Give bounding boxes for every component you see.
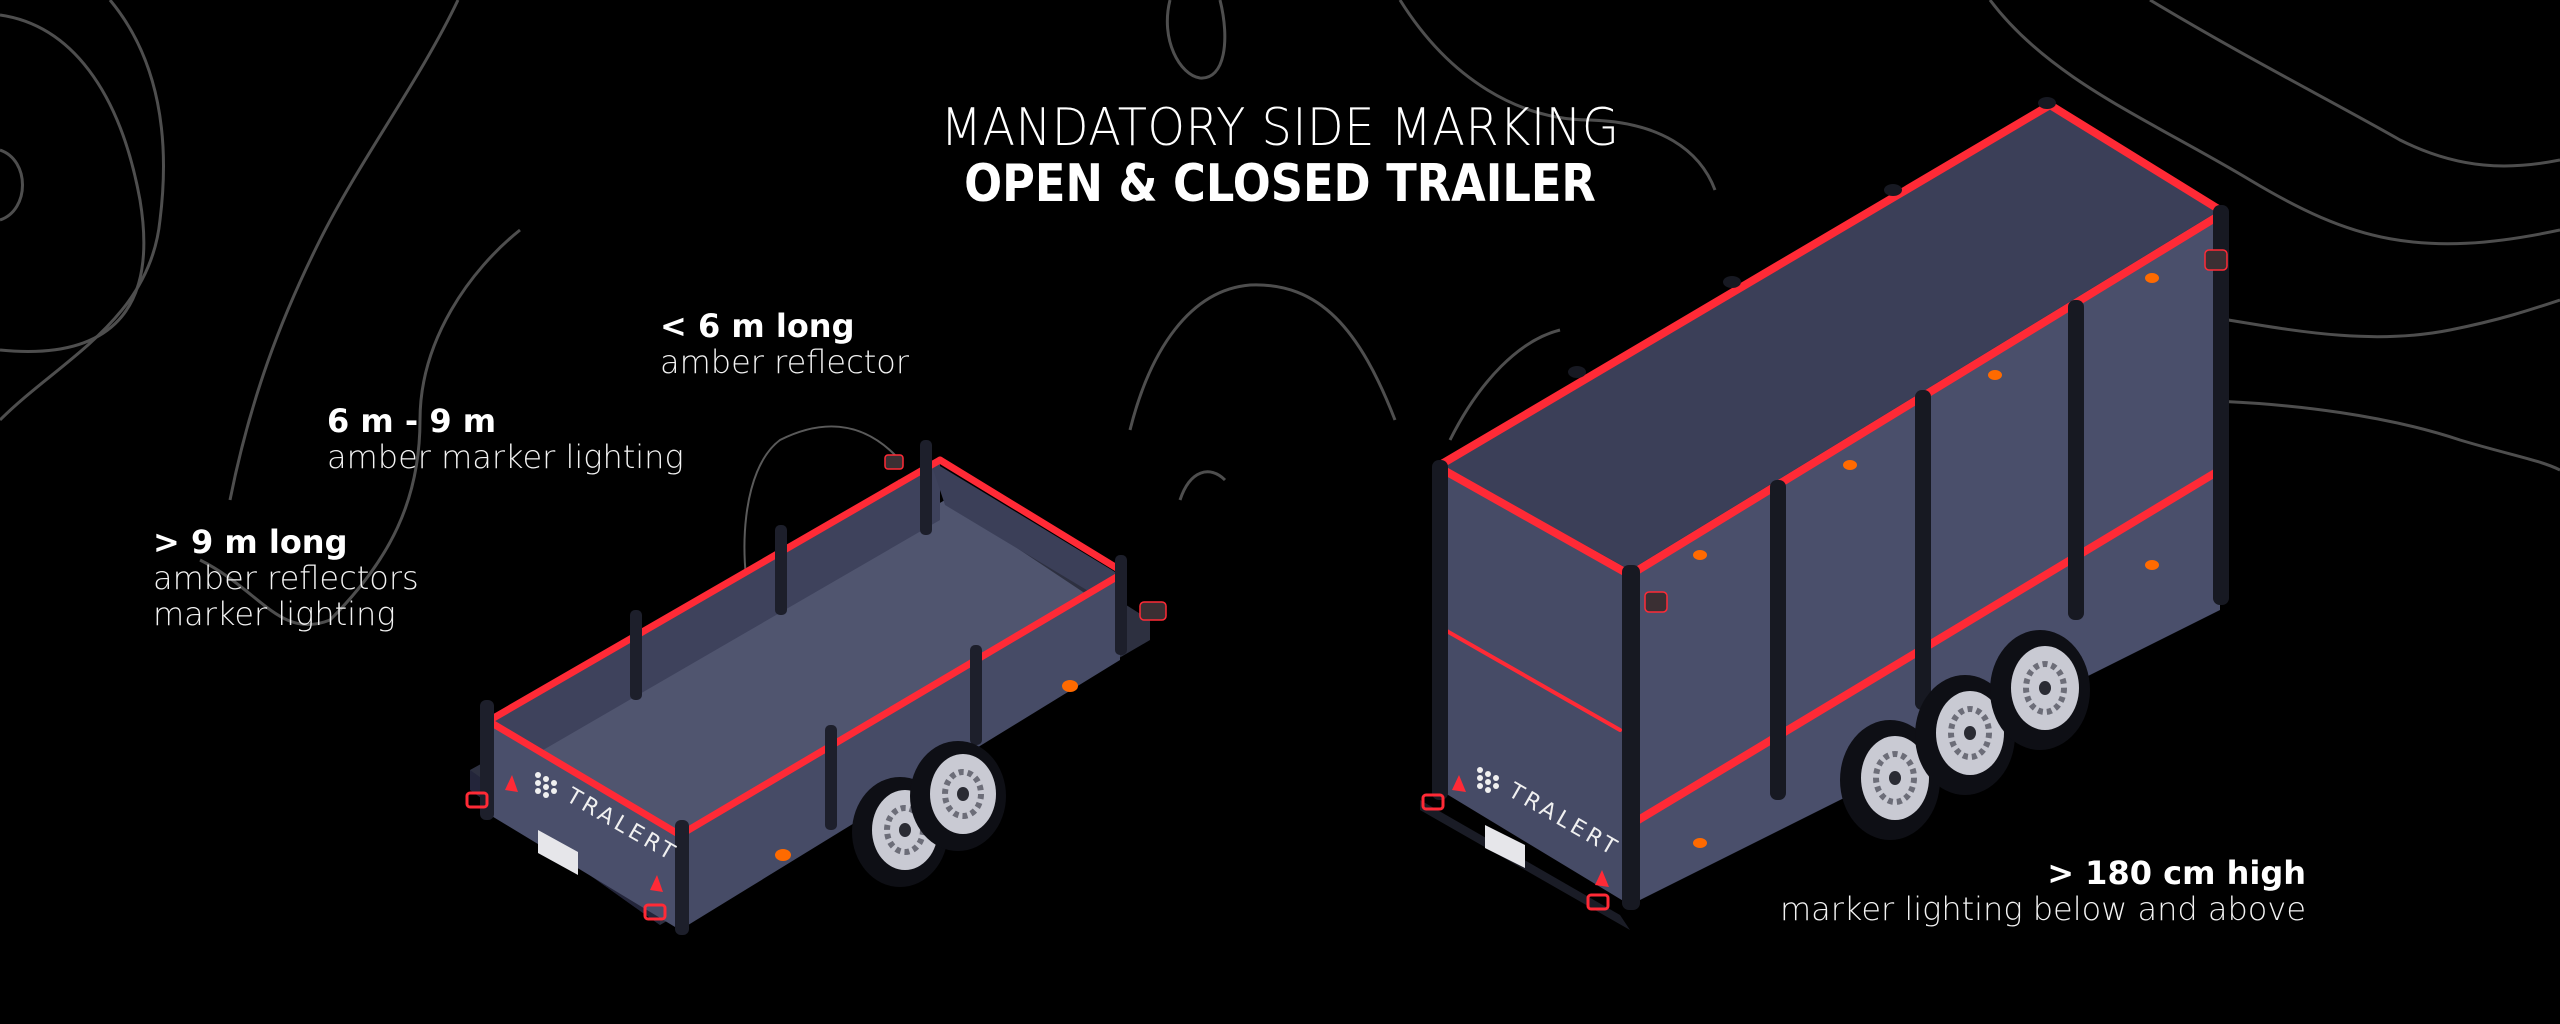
label-under-6m-desc: amber reflector	[660, 343, 909, 381]
label-under-6m-head: < 6 m long	[660, 307, 855, 345]
label-6-to-9m-desc: amber marker lighting	[327, 438, 684, 476]
page-title: MANDATORY SIDE MARKING OPEN & CLOSED TRA…	[0, 100, 2560, 212]
title-line-2: OPEN & CLOSED TRAILER	[964, 154, 1596, 214]
open-trailer-illustration: TRALERT	[465, 425, 1167, 935]
label-over-180cm-head: > 180 cm high	[2047, 854, 2306, 892]
closed-trailer-illustration: TRALERT	[1420, 97, 2229, 930]
label-over-180cm-desc: marker lighting below and above	[1779, 890, 2306, 928]
label-over-9m-desc-2: marker lighting	[153, 595, 396, 633]
label-over-9m-head: > 9 m long	[153, 523, 348, 561]
label-over-9m: > 9 m long amber reflectors marker light…	[153, 524, 419, 632]
title-line-1: MANDATORY SIDE MARKING	[940, 98, 1620, 158]
topographic-background	[0, 0, 2560, 627]
label-6-to-9m: 6 m - 9 m amber marker lighting	[327, 403, 684, 475]
label-over-180cm: > 180 cm high marker lighting below and …	[1780, 855, 2306, 927]
label-6-to-9m-head: 6 m - 9 m	[327, 402, 497, 440]
label-under-6m: < 6 m long amber reflector	[660, 308, 909, 380]
label-over-9m-desc-1: amber reflectors	[153, 559, 419, 597]
